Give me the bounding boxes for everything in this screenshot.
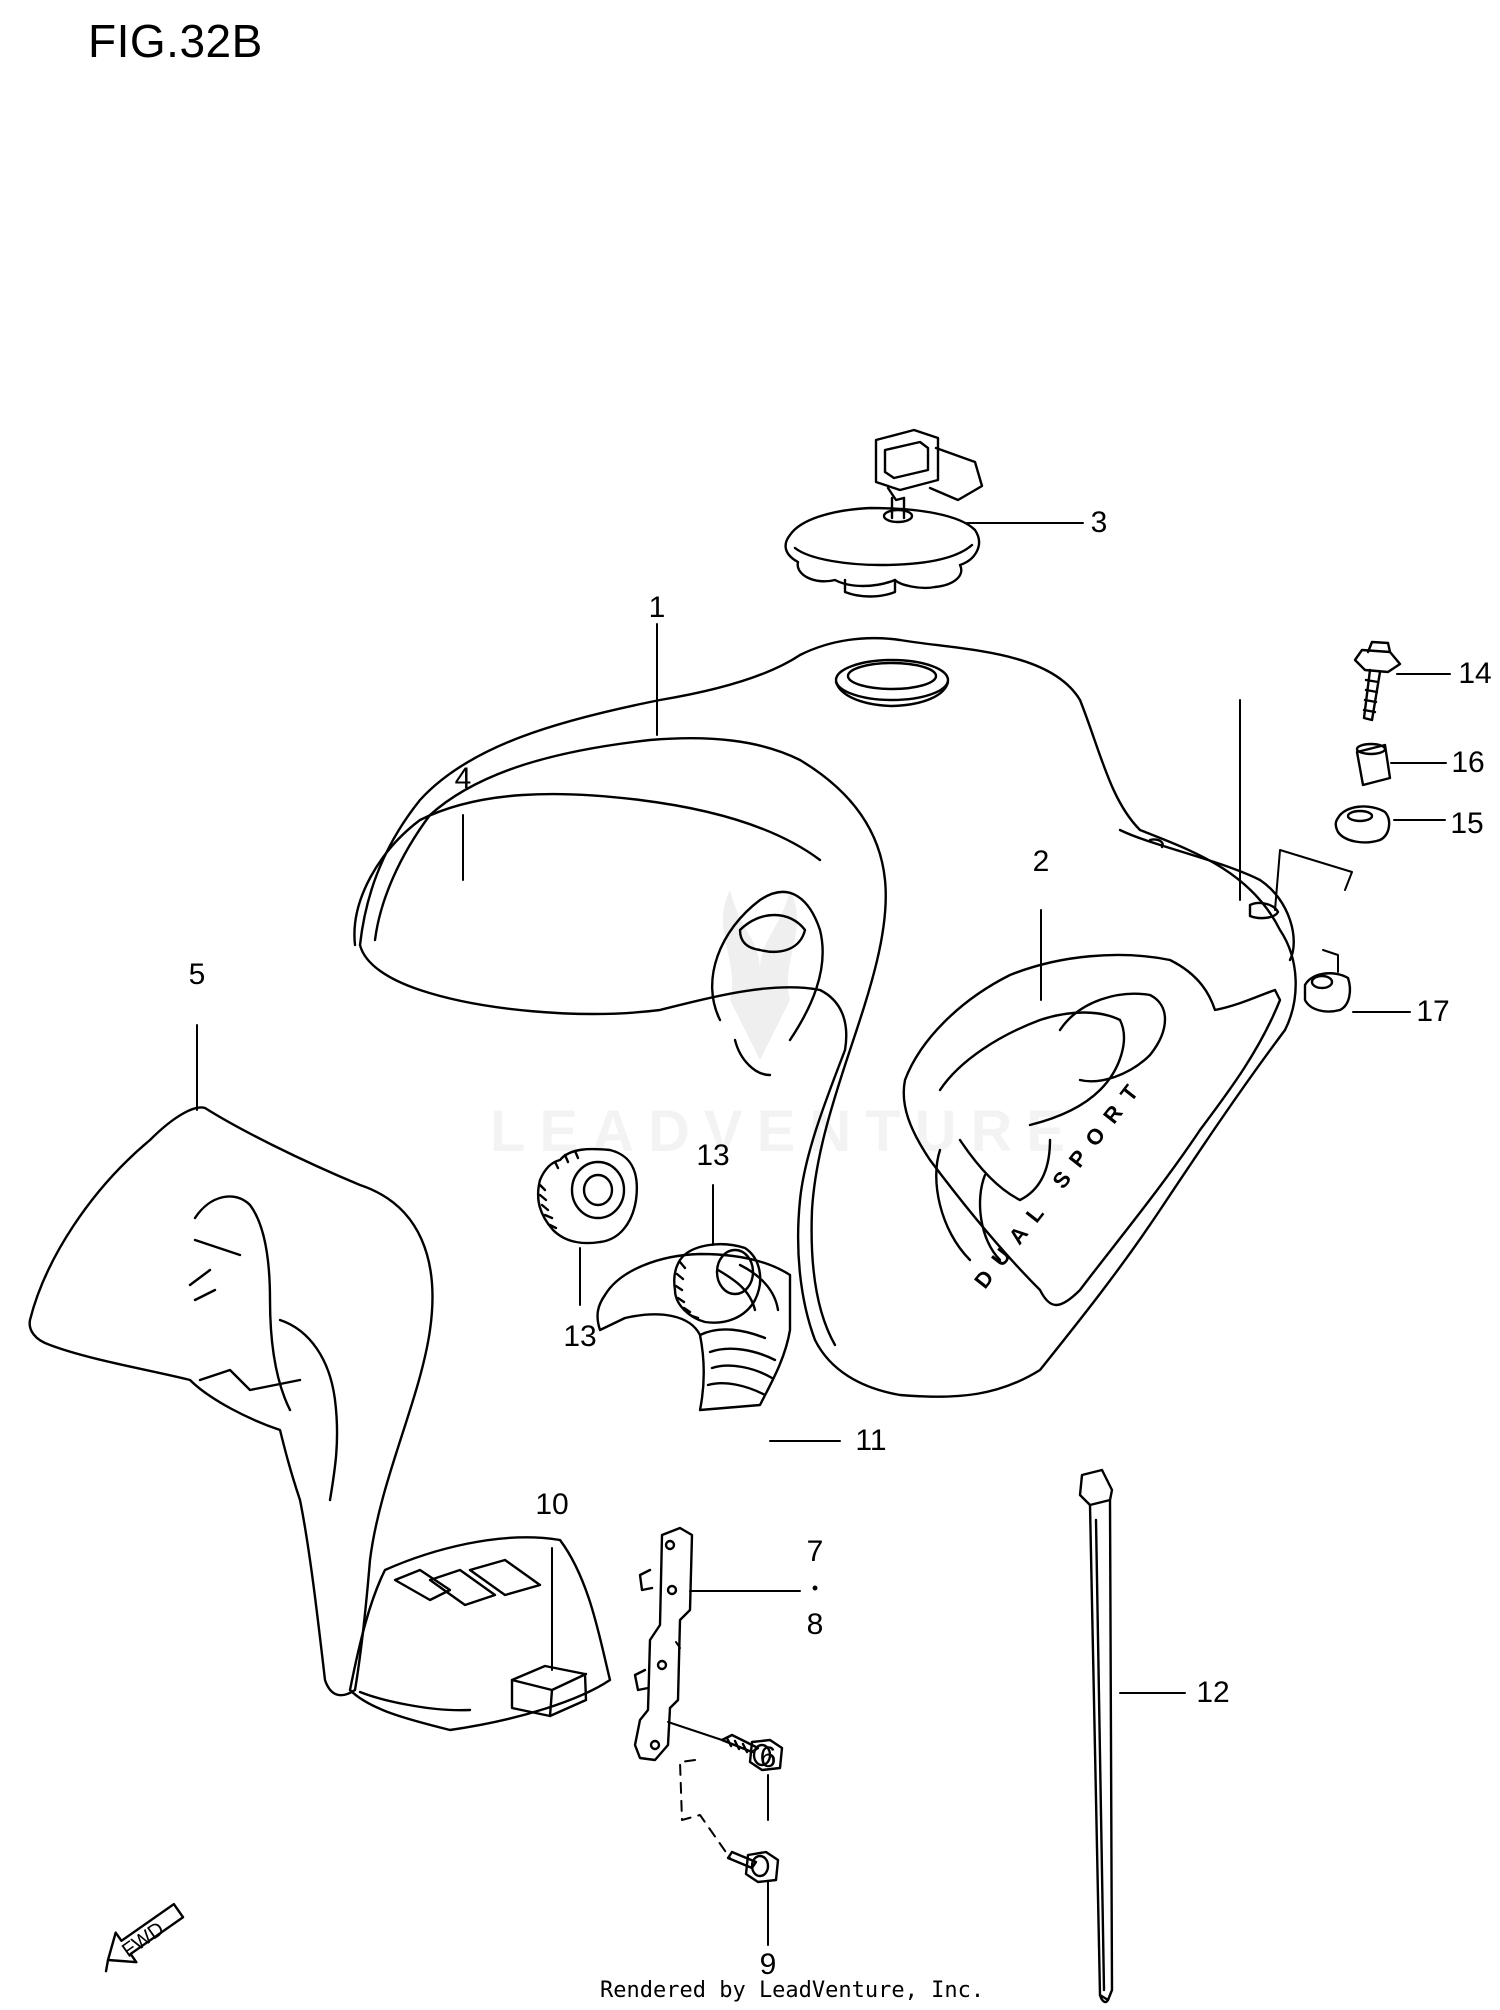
side-shroud-part	[28, 1106, 612, 1732]
callout-8: 8	[806, 1608, 824, 1641]
cable-tie-part	[1078, 1468, 1114, 2004]
fuel-cap-part	[784, 428, 984, 598]
grommet-17-part	[1303, 972, 1352, 1013]
assembly-lines	[667, 849, 1353, 1859]
callout-17: 17	[1416, 995, 1450, 1028]
watermark-logo-icon	[722, 890, 798, 1060]
mounting-bracket-part	[633, 1526, 694, 1762]
callout-14: 14	[1458, 657, 1492, 690]
callout-1: 1	[648, 591, 666, 624]
callout-16: 16	[1451, 746, 1485, 779]
bolt-6-part	[720, 1733, 784, 1772]
collar-part	[1355, 742, 1392, 787]
callout-10: 10	[535, 1488, 569, 1521]
leader-lines	[196, 522, 1451, 1946]
rubber-cushion-part	[596, 1252, 792, 1412]
tank-cushion-a-part	[536, 1147, 639, 1245]
footer-credit: Rendered by LeadVenture, Inc.	[600, 1978, 985, 2003]
callout-6: 6	[759, 1741, 777, 1774]
bolt-9-part	[726, 1850, 780, 1884]
callout-3: 3	[1090, 506, 1108, 539]
callout-15: 15	[1450, 807, 1484, 840]
callout-7: 7	[806, 1535, 824, 1568]
bolt-14-part	[1353, 640, 1402, 722]
fuel-tank-part	[358, 636, 1297, 1398]
callout-9: 9	[759, 1948, 777, 1981]
dual-sport-decal-text: DUAL SPORT	[969, 1071, 1150, 1293]
tank-cushion-b-part	[673, 1243, 762, 1324]
tank-trim-part	[353, 792, 822, 947]
forward-arrow-icon	[104, 1902, 185, 1973]
grommet-15-part	[1334, 805, 1391, 844]
figure-title: FIG.32B	[88, 15, 263, 67]
callout-7-8-separator: •	[811, 1578, 819, 1598]
callout-13-lower: 13	[563, 1320, 597, 1353]
callout-12: 12	[1196, 1676, 1230, 1709]
callout-2: 2	[1032, 845, 1050, 878]
callout-11: 11	[855, 1424, 887, 1457]
callout-5: 5	[188, 958, 206, 991]
callout-4: 4	[454, 762, 472, 795]
cushion-pad-part	[510, 1664, 588, 1718]
callout-13-upper: 13	[696, 1139, 730, 1172]
dr-decal-part	[902, 953, 1282, 1307]
